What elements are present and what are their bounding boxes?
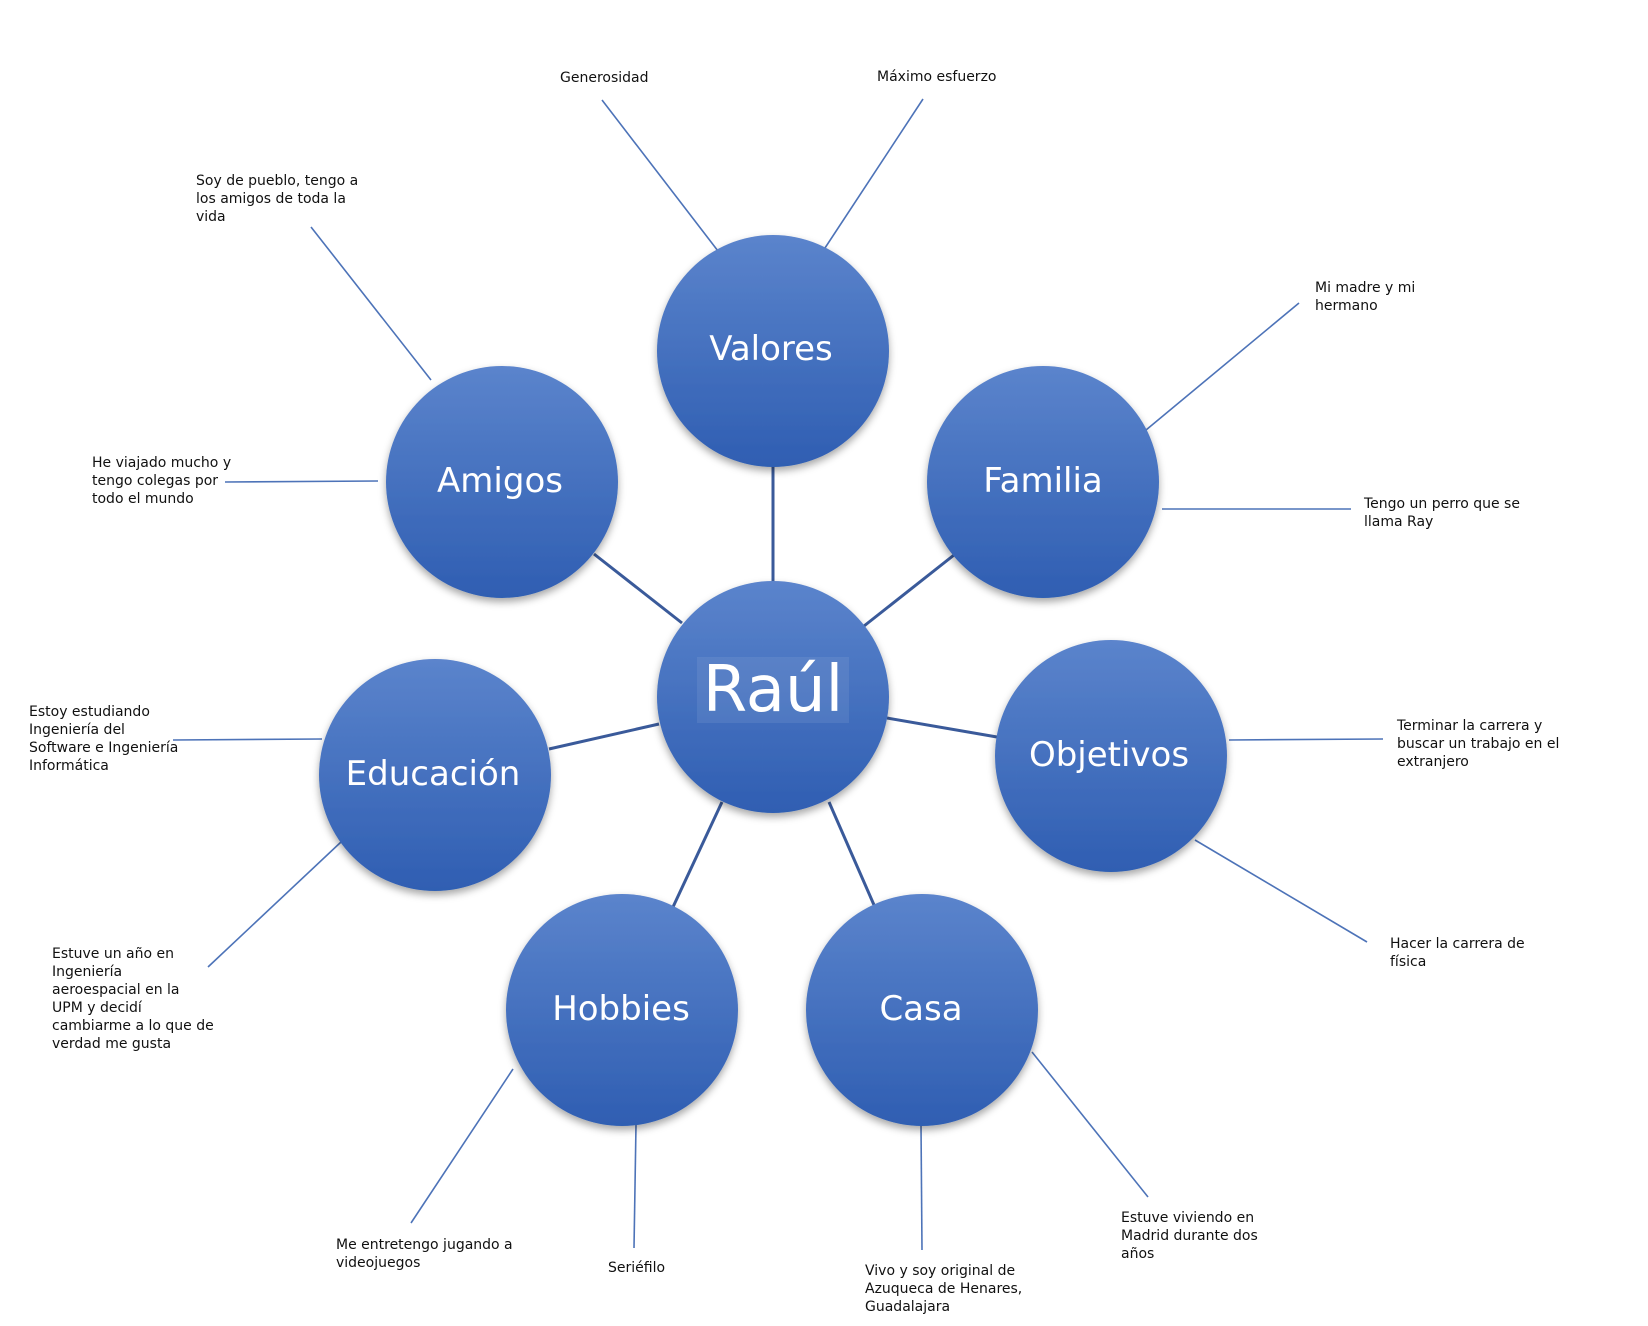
note-line: He viajado mucho y [92,455,231,471]
note-casa-2: Vivo y soy original de Azuqueca de Henare… [865,1263,1022,1315]
note-line: Software e Ingeniería [29,740,178,756]
note-hobbies-1: Seriéfilo [608,1260,665,1276]
node-hobbies-label: Hobbies [552,989,690,1029]
note-line: los amigos de toda la [196,191,346,207]
node-amigos-label: Amigos [437,461,563,501]
note-line: Madrid durante dos [1121,1228,1258,1244]
center-label-highlight [697,657,849,723]
note-line: Máximo esfuerzo [877,69,996,85]
note-line: Hacer la carrera de [1390,936,1525,952]
note-line: Terminar la carrera y [1396,718,1542,734]
note-line: cambiarme a lo que de [52,1018,214,1034]
note-line: Estuve un año en [52,946,174,962]
leader-familia-1 [1145,302,1300,431]
note-line: Guadalajara [865,1299,950,1315]
note-line: UPM y decidí [52,1000,143,1016]
note-line: Generosidad [560,70,649,86]
note-line: Me entretengo jugando a [336,1237,513,1253]
node-valores-label: Valores [709,329,833,369]
note-valores-1: Generosidad [560,70,649,86]
note-line: Estoy estudiando [29,704,150,720]
node-educacion [319,659,551,891]
node-hobbies [506,894,738,1126]
note-line: Seriéfilo [608,1260,665,1276]
note-line: Ingeniería [52,964,122,980]
note-line: videojuegos [336,1255,420,1271]
note-hobbies-2: Me entretengo jugando a videojuegos [336,1237,513,1271]
note-line: tengo colegas por [92,473,218,489]
note-line: buscar un trabajo en el [1397,736,1559,752]
connectors [548,466,998,908]
note-line: Mi madre y mi [1315,280,1415,296]
node-casa [806,894,1038,1126]
leader-objetivos-1 [1228,738,1384,741]
center-label: Raúl [703,653,844,727]
leader-valores-2 [822,98,924,252]
connector-familia [863,553,955,628]
note-line: Estuve viviendo en [1121,1210,1254,1226]
leader-amigos-2 [310,226,432,381]
leader-objetivos-2 [1194,839,1368,943]
leader-hobbies-2 [410,1068,514,1224]
note-objetivos-2: Hacer la carrera de física [1390,936,1525,970]
note-familia-1: Mi madre y mi hermano [1315,280,1415,314]
note-amigos-1: He viajado mucho y tengo colegas por todo … [92,455,231,507]
center-node [657,581,889,813]
node-valores [657,235,889,467]
leader-valores-1 [601,99,719,252]
note-line: llama Ray [1364,514,1433,530]
note-casa-1: Estuve viviendo en Madrid durante dos años [1121,1210,1258,1262]
node-familia [927,366,1159,598]
note-line: Tengo un perro que se [1363,496,1520,512]
note-line: verdad me gusta [52,1036,171,1052]
note-line: años [1121,1246,1154,1262]
node-objetivos [995,640,1227,872]
note-line: Vivo y soy original de [865,1263,1015,1279]
leader-hobbies-1 [633,1124,637,1249]
leader-casa-2 [920,1124,923,1251]
leader-educacion-2 [172,738,323,741]
note-line: Ingeniería del [29,722,125,738]
note-line: aeroespacial en la [52,982,180,998]
connector-hobbies [671,801,724,908]
leader-educacion-1 [207,841,342,968]
note-line: Informática [29,758,109,774]
note-line: extranjero [1397,754,1469,770]
note-valores-2: Máximo esfuerzo [877,69,996,85]
note-familia-2: Tengo un perro que se llama Ray [1363,496,1520,530]
note-educacion-1: Estuve un año en Ingeniería aeroespacial e… [52,946,214,1052]
node-educacion-label: Educación [346,754,521,794]
leader-lines [172,98,1384,1251]
node-objetivos-label: Objetivos [1029,735,1189,775]
note-line: vida [196,209,226,225]
note-line: hermano [1315,298,1378,314]
node-amigos [386,366,618,598]
connector-amigos [593,552,683,625]
note-objetivos-1: Terminar la carrera y buscar un trabajo e… [1396,718,1559,770]
note-line: Soy de pueblo, tengo a [196,173,358,189]
node-familia-label: Familia [983,461,1103,501]
note-line: todo el mundo [92,491,194,507]
leader-amigos-1 [224,480,379,483]
note-line: Azuqueca de Henares, [865,1281,1022,1297]
connector-educacion [548,722,660,751]
note-line: física [1390,954,1426,970]
leader-casa-1 [1031,1051,1149,1198]
connector-casa [827,801,876,906]
note-amigos-2: Soy de pueblo, tengo a los amigos de toda… [196,173,358,225]
node-casa-label: Casa [879,989,962,1029]
connector-objetivos [886,716,998,739]
